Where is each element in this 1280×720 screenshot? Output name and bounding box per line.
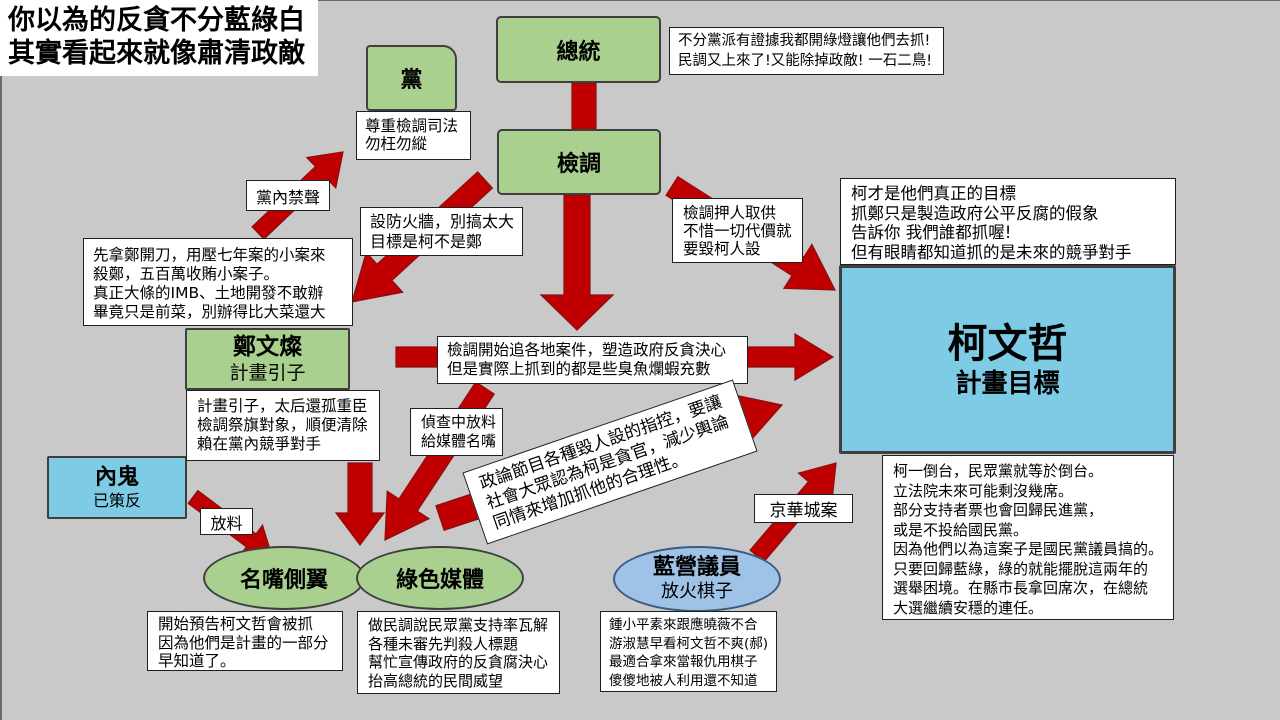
label-text: 黨內禁聲: [255, 187, 320, 207]
cheng-role-note: 計畫引子，太后還孤重臣 檢調祭旗對象，順便清除 賴在黨內競爭對手: [186, 390, 380, 461]
mole-role: 已策反: [92, 491, 141, 510]
label-detain: 檢調押人取供 不惜一切代價就 要毀柯人設: [672, 198, 803, 263]
arrow-prosecutors-down: [539, 194, 615, 331]
cheng-role: 計畫引子: [229, 362, 306, 384]
green-media-note: 做民調說民眾黨支持率瓦解 各種未審先判殺人標題 幫忙宣傳政府的反貪腐決心 抬高總…: [357, 611, 560, 694]
note-line: 先拿鄭開刀，用壓七年案的小案來: [93, 246, 326, 264]
note-line: 告訴你 我們誰都抓喔!: [851, 223, 1012, 242]
note-line: 抓鄭只是製造政府公平反腐的假象: [851, 203, 1099, 223]
diagram-title: 你以為的反貪不分藍綠白 其實看起來就像肅清政敵: [0, 0, 318, 76]
title-line: 你以為的反貪不分藍綠白: [8, 5, 305, 36]
label-leak: 放料: [200, 508, 253, 535]
label-text: 放料: [210, 513, 243, 533]
pundits-note: 開始預告柯文哲會被抓 因為他們是計畫的一部分 早知道了。: [147, 611, 343, 671]
note-line: 早知道了。: [158, 652, 236, 670]
cheng-plan-note: 先拿鄭開刀，用壓七年案的小案來 殺鄭，五百萬收賄小案子。 真正大條的IMB、土地…: [83, 238, 353, 326]
note-line: 畢竟只是前菜，別辦得比大菜還大: [93, 303, 326, 321]
note-line: 真正大條的IMB、土地開發不敢辦: [93, 284, 324, 302]
note-line: 因為他們是計畫的一部分: [158, 633, 329, 652]
blue-councilors-name: 藍營議員: [652, 555, 741, 580]
note-line: 做民調說民眾黨支持率瓦解: [368, 616, 549, 634]
note-line: 鍾小平素來跟應曉薇不合: [609, 617, 758, 633]
ko-role: 計畫目標: [955, 368, 1060, 399]
note-line: 只要回歸藍綠，綠的就能擺脫這兩年的: [893, 559, 1149, 578]
note-line: 計畫引子，太后還孤重臣: [197, 397, 368, 415]
label-cases: 檢調開始追各地案件，塑造政府反貪決心 但是實際上抓到的都是些臭魚爛蝦充數: [437, 336, 748, 384]
note-line: 傻傻地被人利用還不知道: [609, 672, 758, 689]
label-party-silence: 黨內禁聲: [246, 180, 330, 211]
note-line: 殺鄭，五百萬收賄小案子。: [93, 265, 280, 283]
note-line: 立法院未來可能剩沒幾席。: [893, 481, 1074, 500]
note-line: 各種未審先判殺人標題: [368, 634, 519, 653]
party-label: 黨: [400, 68, 423, 93]
note-line: 不分黨派有證據我都開綠燈讓他們去抓!: [678, 33, 931, 49]
note-line: 最適合拿來當報仇用棋子: [609, 654, 758, 670]
note-line: 民調又上來了!又能除掉政敵! 一石二鳥!: [678, 52, 933, 69]
label-line: 設防火牆，別搞太大: [370, 211, 515, 231]
label-jinghua: 京華城案: [754, 494, 853, 523]
cheng-node: 鄭文燦 計畫引子: [185, 328, 350, 390]
president-node: 總統: [496, 16, 661, 83]
label-line: 給媒體名嘴: [421, 432, 497, 450]
note-line: 柯才是他們真正的目標: [851, 184, 1016, 203]
party-node: 黨: [366, 45, 457, 111]
note-line: 抬高總統的民間威望: [368, 671, 504, 690]
mole-node: 內鬼 已策反: [47, 456, 187, 519]
note-line: 檢調祭旗對象，順便清除: [197, 416, 368, 434]
note-line: 尊重檢調司法: [365, 117, 459, 135]
label-line: 要毀柯人設: [683, 239, 761, 258]
connector-president-to-prosecutors: [571, 82, 597, 132]
party-note: 尊重檢調司法 勿枉勿縱: [356, 111, 471, 160]
mole-name: 內鬼: [94, 465, 139, 490]
note-line: 開始預告柯文哲會被抓: [158, 615, 314, 633]
note-line: 大選繼續安穩的連任。: [893, 598, 1044, 617]
note-line: 選舉困境。在縣市長拿回席次，在總統: [893, 579, 1149, 597]
label-line: 但是實際上抓到的都是些臭魚爛蝦充數: [447, 360, 711, 378]
blue-councilors-node: 藍營議員 放火棋子: [613, 546, 781, 612]
label-line: 檢調開始追各地案件，塑造政府反貪決心: [447, 340, 727, 359]
label-line: 不惜一切代價就: [683, 221, 792, 240]
note-line: 賴在黨內競爭對手: [197, 435, 322, 453]
note-line: 部分支持者票也會回歸民進黨，: [893, 501, 1104, 519]
note-line: 幫忙宣傳政府的反貪腐決心: [368, 653, 549, 671]
pundits-node: 名嘴側翼: [203, 546, 365, 610]
president-label: 總統: [556, 39, 601, 65]
president-note: 不分黨派有證據我都開綠燈讓他們去抓! 民調又上來了!又能除掉政敵! 一石二鳥!: [669, 27, 944, 75]
blue-councilors-note: 鍾小平素來跟應曉薇不合 游淑慧早看柯文哲不爽(郝) 最適合拿來當報仇用棋子 傻傻…: [600, 611, 777, 692]
green-media-node: 綠色媒體: [356, 546, 524, 610]
label-line: 檢調押人取供: [683, 203, 777, 222]
prosecutors-node: 檢調: [497, 129, 661, 195]
note-line: 因為他們以為這案子是國民黨議員搞的。: [893, 540, 1164, 558]
label-line: 目標是柯不是鄭: [370, 231, 483, 251]
label-leak-media: 偵查中放料 給媒體名嘴: [410, 408, 503, 456]
prosecutors-label: 檢調: [556, 152, 601, 177]
note-line: 游淑慧早看柯文哲不爽(郝): [609, 635, 769, 652]
label-text: 京華城案: [769, 501, 838, 521]
cheng-name: 鄭文燦: [233, 334, 302, 360]
ko-outcome-note: 柯一倒台，民眾黨就等於倒台。 立法院未來可能剩沒幾席。 部分支持者票也會回歸民進…: [882, 455, 1174, 620]
note-line: 或是不投給國民黨。: [893, 520, 1029, 539]
label-firewall: 設防火牆，別搞太大 目標是柯不是鄭: [360, 207, 523, 256]
note-line: 但有眼睛都知道抓的是未來的競爭對手: [851, 242, 1132, 262]
blue-councilors-role: 放火棋子: [661, 581, 733, 602]
ko-target-note: 柯才是他們真正的目標 抓鄭只是製造政府公平反腐的假象 告訴你 我們誰都抓喔! 但…: [840, 178, 1176, 265]
green-media-label: 綠色媒體: [395, 568, 484, 593]
note-line: 柯一倒台，民眾黨就等於倒台。: [893, 462, 1104, 480]
label-line: 偵查中放料: [421, 413, 497, 431]
title-line: 其實看起來就像肅清政敵: [8, 38, 305, 69]
arrow-cheng-to-green-media: [334, 462, 386, 546]
pundits-label: 名嘴側翼: [239, 568, 328, 593]
note-line: 勿枉勿縱: [365, 135, 428, 153]
ko-name: 柯文哲: [947, 320, 1068, 367]
ko-node: 柯文哲 計畫目標: [839, 265, 1176, 454]
